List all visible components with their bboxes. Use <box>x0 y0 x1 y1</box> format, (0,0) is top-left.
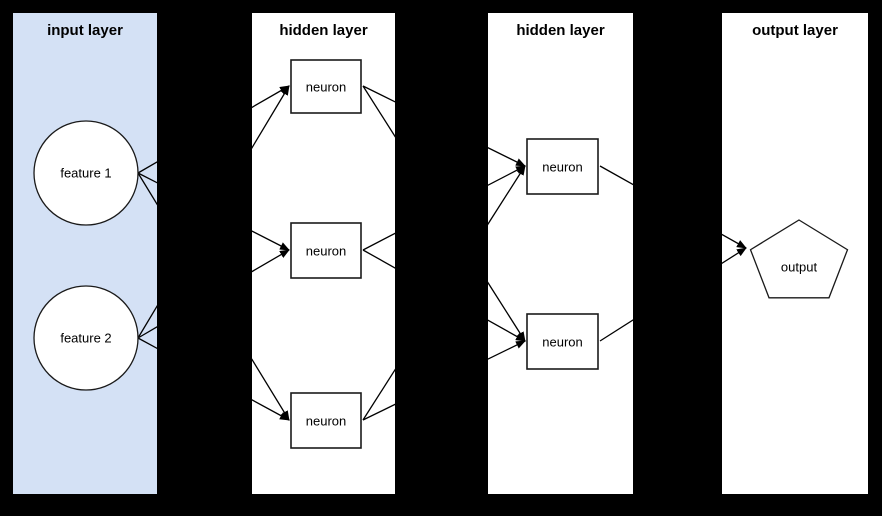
connection-edge-f2-h1n1 <box>252 85 290 150</box>
connection-edge-h1n1-h2n1 <box>488 147 526 167</box>
connection-edge-h1n3-h2n1 <box>362 368 395 421</box>
connection-edge-h1n1-h2n2 <box>488 281 526 342</box>
connection-edge-h2n2-out <box>599 319 633 342</box>
connection-edge-h2n1-out <box>722 233 747 249</box>
connection-edge-h2n1-out <box>599 165 633 186</box>
connection-edge-h2n2-out <box>722 247 747 265</box>
connection-edge-f1-h1n2 <box>252 230 290 251</box>
panel-title-hidden-layer-2: hidden layer <box>516 22 605 39</box>
edges-clipped-output-layer <box>722 13 868 494</box>
node-label-feature-1: feature 1 <box>60 165 112 181</box>
panel-title-output-layer: output layer <box>752 22 838 39</box>
node-label-hidden2-neuron-2: neuron <box>542 334 583 349</box>
panel-title-input-layer: input layer <box>47 22 123 39</box>
edges-clipped-hidden-layer-2 <box>488 13 633 494</box>
node-label-hidden1-neuron-3: neuron <box>305 413 347 428</box>
connection-edge-f2-h1n1 <box>137 305 157 339</box>
connection-edge-h1n3-h2n2 <box>488 340 526 360</box>
connection-edge-f2-h1n2 <box>137 326 157 339</box>
connection-edge-h1n2-h2n2 <box>488 319 526 342</box>
connection-edge-f1-h1n2 <box>137 172 157 184</box>
panel-input-layer: input layer feature 1 feature 2 <box>13 13 157 494</box>
connection-edge-f1-h1n1 <box>252 85 290 109</box>
connection-edge-h1n2-h2n1 <box>362 232 395 251</box>
connection-edge-h1n2-h2n1 <box>488 165 526 186</box>
node-label-hidden1-neuron-2: neuron <box>305 243 347 258</box>
connection-edge-f2-h1n2 <box>252 249 290 273</box>
connection-edge-f1-h1n3 <box>137 172 157 206</box>
panel-output-layer: output layer output <box>722 13 868 494</box>
panel-title-hidden-layer-1: hidden layer <box>279 22 368 39</box>
node-label-output-node: output <box>780 259 818 275</box>
node-label-hidden1-neuron-1: neuron <box>305 79 347 94</box>
node-label-feature-2: feature 2 <box>60 330 112 346</box>
panel-hidden-layer-2: hidden layer neuron neuron <box>488 13 633 494</box>
connection-edge-h1n1-h2n2 <box>362 85 395 138</box>
node-label-hidden2-neuron-1: neuron <box>542 159 583 174</box>
connection-edge-f1-h1n3 <box>252 358 290 421</box>
edges-clipped-input-layer <box>13 13 157 494</box>
connection-edge-h1n3-h2n2 <box>362 403 395 421</box>
connection-edge-f2-h1n3 <box>252 399 290 421</box>
connection-edge-h1n1-h2n1 <box>362 85 395 103</box>
connection-edge-h1n3-h2n1 <box>488 165 526 226</box>
connection-edge-h1n2-h2n2 <box>362 249 395 269</box>
connection-edge-f1-h1n1 <box>137 161 157 174</box>
panel-hidden-layer-1: hidden layer neuron neuron neuron <box>252 13 395 494</box>
connection-edge-f2-h1n3 <box>137 337 157 350</box>
